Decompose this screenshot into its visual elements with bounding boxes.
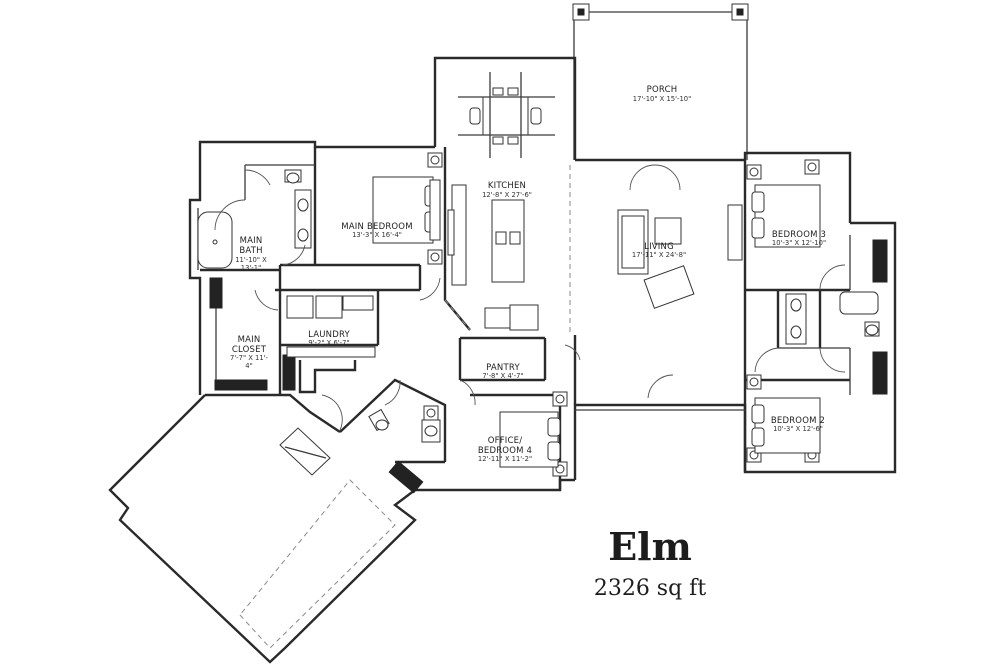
bed-icon-bedroom2 [751, 397, 821, 454]
main-closet-label-1: MAIN [238, 335, 261, 345]
bedroom2-dim: 10'-3" X 12'-6" [773, 425, 823, 433]
kitchen-label: KITCHEN [488, 181, 526, 191]
plan-title: Elm [608, 524, 692, 569]
plan-area: 2326 sq ft [593, 576, 707, 601]
bathtub-icon [197, 211, 233, 269]
living-dim: 17'-11" X 24'-8" [632, 251, 686, 259]
room-labels: PORCH 17'-10" X 15'-10" KITCHEN 12'-8" X… [230, 85, 826, 463]
kitchen-dim: 12'-8" X 27'-6" [482, 191, 532, 199]
bedroom2-label: BEDROOM 2 [771, 416, 825, 426]
bed-icon-bedroom3 [751, 184, 821, 248]
main-bath-dim-1: 11'-10" X [235, 256, 267, 264]
living-label: LIVING [644, 242, 674, 252]
fixtures [197, 72, 888, 494]
garage [108, 393, 417, 664]
pantry-label: PANTRY [486, 363, 520, 373]
interior-walls [200, 147, 851, 490]
porch-label: PORCH [647, 85, 678, 95]
main-closet-dim-2: 4" [245, 362, 252, 370]
office-dim: 12'-11" X 11'-2" [478, 455, 532, 463]
pantry-dim: 7'-8" X 4'-7" [482, 372, 523, 380]
laundry-label: LAUNDRY [308, 330, 350, 340]
main-bedroom-dim: 13'-3" X 16'-4" [352, 231, 402, 239]
sofa-icon [617, 204, 743, 309]
main-closet-dim-1: 7'-7" X 11'- [230, 354, 269, 362]
main-bath-label-1: MAIN [240, 236, 263, 246]
main-closet-label-2: CLOSET [232, 345, 267, 355]
laundry-dim: 9'-2" X 6'-7" [308, 339, 349, 347]
dining-table-icon [458, 72, 555, 158]
office-label-1: OFFICE/ [488, 436, 523, 446]
bed-icon-office [499, 411, 561, 468]
bedroom3-label: BEDROOM 3 [772, 230, 826, 240]
main-bath-label-2: BATH [239, 246, 262, 256]
porch-dim: 17'-10" X 15'-10" [633, 95, 691, 103]
bedroom3-dim: 10'-3" X 12'-10" [772, 239, 826, 247]
main-bath-dim-2: 13'-1" [241, 264, 261, 272]
bed-icon [372, 176, 441, 244]
main-bedroom-label: MAIN BEDROOM [341, 222, 412, 232]
kitchen-island-icon [447, 184, 525, 286]
porch-area [572, 3, 749, 160]
office-label-2: BEDROOM 4 [478, 446, 532, 456]
